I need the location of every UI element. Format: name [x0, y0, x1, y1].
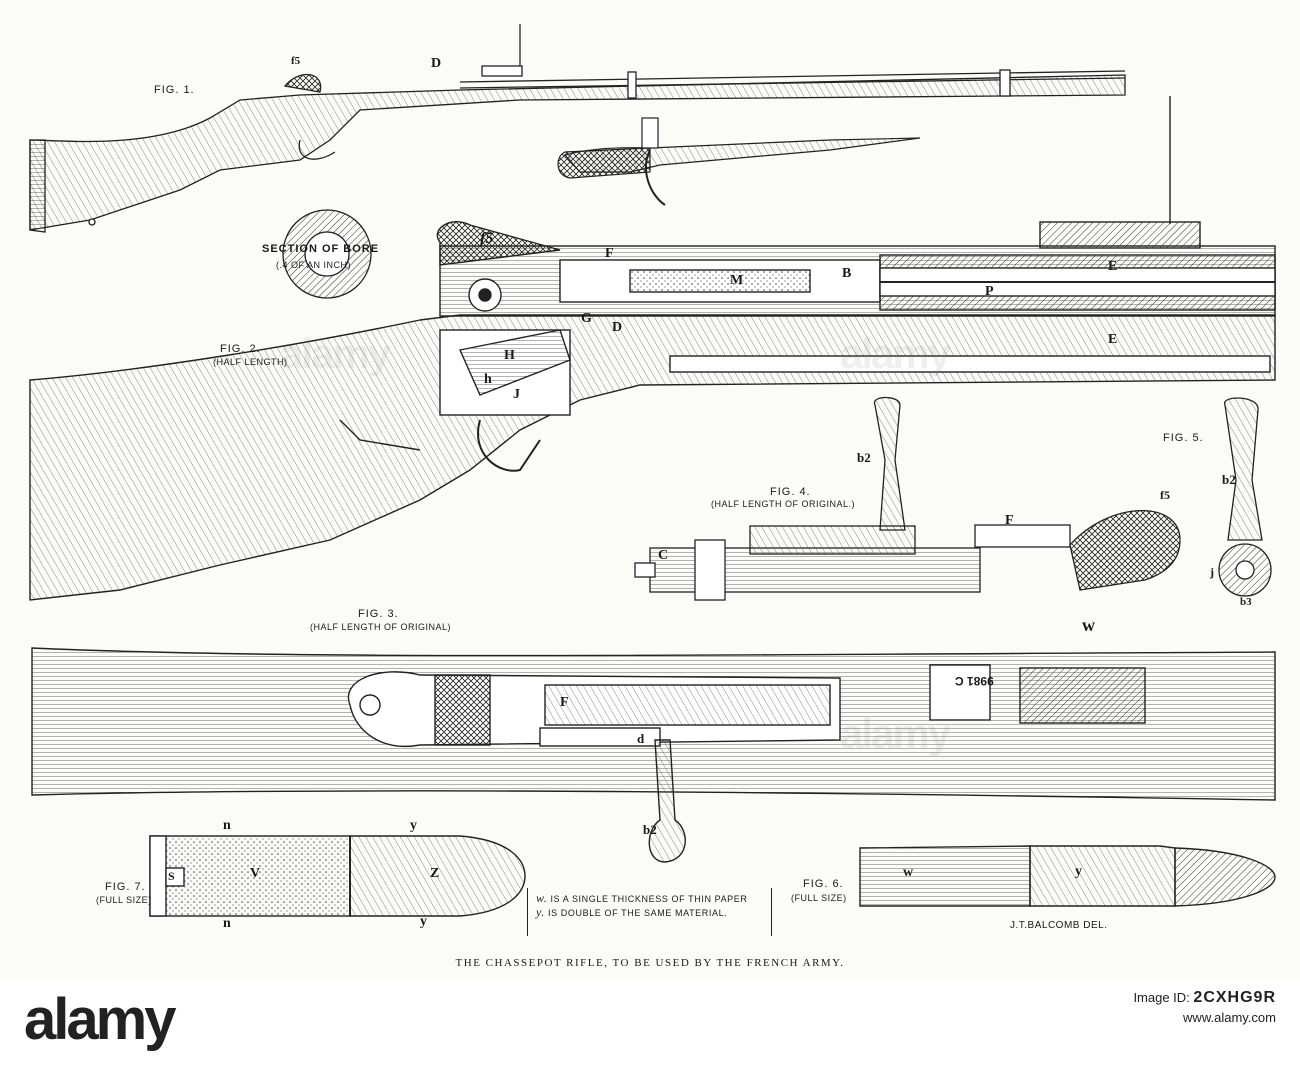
part-label-b2-fig4: b2 [857, 450, 871, 465]
image-id: 2CXHG9R [1193, 989, 1276, 1006]
part-label-y-bottom-fig7: y [420, 914, 427, 929]
watermark: alamy [840, 710, 951, 757]
part-label-E2-fig2: E [1108, 332, 1118, 347]
part-label-y-top-fig7: y [410, 818, 417, 833]
part-label-w-fig3: w [1082, 615, 1095, 635]
part-label-E-fig2: E [1108, 259, 1118, 274]
plate-caption: THE CHASSEPOT RIFLE, TO BE USED BY THE F… [455, 957, 845, 969]
part-label-M-fig2: M [730, 273, 744, 288]
part-label-b2-fig5: b2 [1222, 472, 1236, 487]
part-label-b2-fig3: b2 [643, 822, 657, 837]
part-label-B-fig2: B [842, 266, 852, 281]
note-line-w: w. IS A SINGLE THICKNESS OF THIN PAPER [536, 891, 748, 905]
paper-note: w. IS A SINGLE THICKNESS OF THIN PAPER y… [527, 888, 772, 936]
fig4-bolt [634, 396, 1181, 601]
part-label-D-fig1: D [431, 56, 442, 71]
fig4-title: FIG. 4. [770, 486, 811, 498]
part-label-C-fig4: C [658, 548, 669, 563]
fig7-title: FIG. 7. [105, 881, 146, 893]
rifle-diagram [29, 24, 1276, 917]
fig2-title: FIG. 2. [220, 343, 261, 355]
fig3-subtitle: (HALF LENGTH OF ORIGINAL) [310, 622, 452, 632]
engraver-signature: J.T.BALCOMB DEL. [1010, 920, 1108, 931]
note-line-y: y. IS DOUBLE OF THE SAME MATERIAL. [536, 905, 728, 919]
part-label-J-fig2: J [513, 387, 520, 402]
image-id-label: Image ID: [1133, 990, 1190, 1005]
fig5-handle [1218, 397, 1272, 597]
bore-section-title: SECTION OF BORE [262, 243, 380, 255]
fig1-title: FIG. 1. [154, 84, 195, 96]
watermark: alamy [280, 330, 391, 377]
image-id-block: Image ID: 2CXHG9R www.alamy.com [1133, 988, 1276, 1028]
serial-number: 9981 C [955, 674, 994, 688]
bore-section-subtitle: (.4 OF AN INCH) [276, 260, 352, 270]
part-label-f5-fig4: f5 [1160, 488, 1170, 502]
part-label-j-fig5: j [1210, 565, 1214, 579]
bore-section [282, 209, 372, 299]
part-label-S-fig7: S [168, 869, 175, 883]
part-label-h-fig2: h [484, 372, 492, 387]
part-label-F-fig2: F [605, 246, 614, 261]
stock-footer: alamy Image ID: 2CXHG9R www.alamy.com [0, 980, 1300, 1066]
part-label-n-bottom-fig7: n [223, 916, 231, 931]
engraving-plate: FIG. 1. SECTION OF BORE (.4 OF AN INCH) … [29, 24, 1276, 969]
fig2-subtitle: (HALF LENGTH) [213, 357, 288, 367]
brand-logo[interactable]: alamy [24, 987, 176, 1052]
part-label-H-fig2: H [504, 348, 515, 363]
fig4-subtitle: (HALF LENGTH OF ORIGINAL.) [711, 499, 856, 509]
part-label-F-fig3: F [560, 695, 569, 710]
part-label-D-fig2: D [612, 320, 623, 335]
part-label-P-fig2: P [985, 284, 994, 299]
part-label-n-top-fig7: n [223, 818, 231, 833]
fig6-cartridge [859, 845, 1276, 907]
fig6-subtitle: (FULL SIZE) [791, 893, 847, 903]
part-label-G-fig2: G [581, 311, 592, 326]
fig6-title: FIG. 6. [803, 878, 844, 890]
part-label-f5-fig2: f5 [480, 230, 494, 247]
part-label-f5-fig1: f5 [291, 55, 301, 67]
fig1-rifle [29, 24, 1126, 233]
bayonet [557, 117, 921, 206]
fig3-title: FIG. 3. [358, 608, 399, 620]
part-label-w-fig6: w [903, 865, 914, 880]
part-label-F-fig4: F [1005, 513, 1014, 528]
fig5-title: FIG. 5. [1163, 432, 1204, 444]
part-label-V-fig7: V [250, 866, 261, 881]
fig7-cartridge [149, 835, 526, 917]
part-label-b3-fig5: b3 [1240, 596, 1252, 608]
part-label-Z-fig7: Z [430, 866, 440, 881]
watermark: alamy [840, 330, 951, 377]
part-label-d-fig3: d [637, 731, 645, 746]
fig2-breech-section [29, 96, 1276, 601]
site-link[interactable]: www.alamy.com [1183, 1010, 1276, 1025]
fig7-subtitle: (FULL SIZE) [96, 895, 152, 905]
part-label-y-fig6: y [1075, 864, 1082, 879]
fig3-top-view [31, 647, 1276, 863]
